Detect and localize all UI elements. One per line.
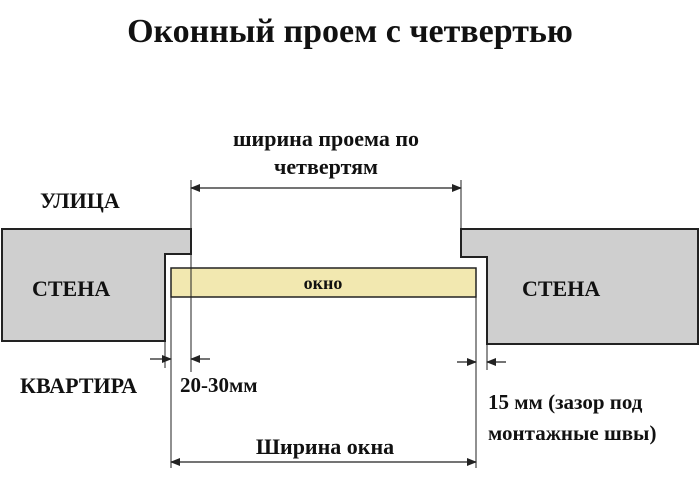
window-width-label: Ширина окна <box>256 434 394 459</box>
gap-label-line1: 15 мм (зазор под <box>488 390 643 414</box>
apartment-label: КВАРТИРА <box>20 373 137 398</box>
diagram-title: Оконный проем с четвертью <box>127 13 573 50</box>
street-label: УЛИЦА <box>40 188 120 213</box>
window-label: окно <box>304 273 343 293</box>
wall-right-label: СТЕНА <box>522 276 600 301</box>
opening-width-label-line2: четвертям <box>274 154 378 179</box>
quarter-size-label: 20-30мм <box>180 373 258 397</box>
wall-left-label: СТЕНА <box>32 276 110 301</box>
opening-width-label-line1: ширина проема по <box>233 126 419 151</box>
gap-label-line2: монтажные швы) <box>488 421 656 445</box>
window-frame <box>170 267 477 298</box>
